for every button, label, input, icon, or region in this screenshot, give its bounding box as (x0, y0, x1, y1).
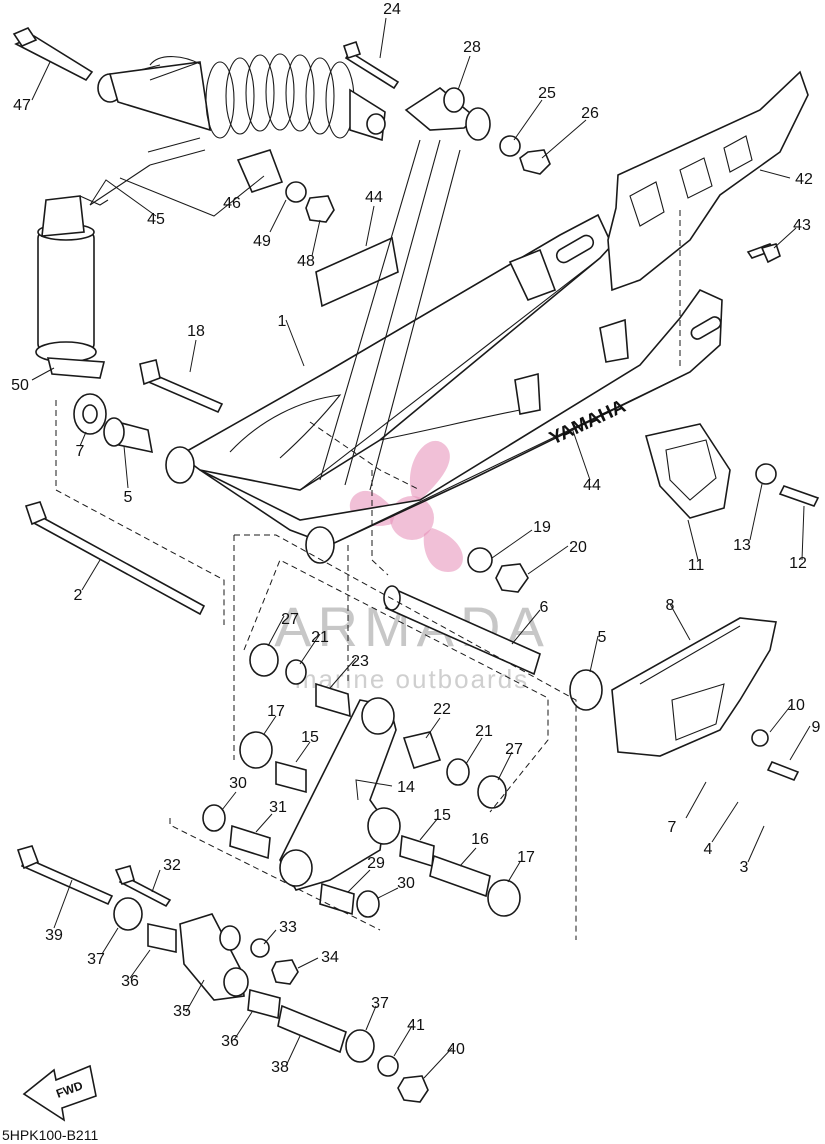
assembly-lines (55, 139, 681, 940)
watermark-propeller-blade (409, 440, 450, 500)
callout-label: 26 (581, 105, 599, 122)
callout-label: 1 (278, 313, 287, 330)
callout-label: 50 (11, 377, 29, 394)
callout-label: 7 (76, 443, 85, 460)
callout-label: 39 (45, 927, 63, 944)
chain-tensioner (645, 423, 820, 519)
callout-label: 20 (569, 539, 587, 556)
callout-label: 4 (704, 841, 713, 858)
pivot-fasteners (24, 359, 603, 711)
callout-label: 44 (583, 477, 601, 494)
callout-label: 12 (789, 555, 807, 572)
callout-label: 15 (301, 729, 319, 746)
callout-label: 7 (668, 819, 677, 836)
callout-label: 46 (223, 195, 241, 212)
callout-label: 18 (187, 323, 205, 340)
swingarm (165, 213, 723, 564)
callout-label: 17 (267, 703, 285, 720)
watermark-propeller-blade (423, 528, 463, 572)
callout-label: 38 (271, 1059, 289, 1076)
callout-label: 21 (311, 629, 329, 646)
callout-label: 8 (666, 597, 675, 614)
callout-label: 37 (371, 995, 389, 1012)
fwd-arrow-icon: FWD (22, 1064, 97, 1122)
callout-label: 17 (517, 849, 535, 866)
callout-label: 10 (787, 697, 805, 714)
callout-label: 2 (74, 587, 83, 604)
callout-label: 5 (124, 489, 133, 506)
callout-label: 36 (221, 1033, 239, 1050)
callout-label: 34 (321, 949, 339, 966)
callout-label: 47 (13, 97, 31, 114)
callout-label: 15 (433, 807, 451, 824)
top-fasteners (12, 27, 551, 223)
callout-label: 37 (87, 951, 105, 968)
callout-label: 30 (229, 775, 247, 792)
callout-label: 6 (540, 599, 549, 616)
callout-label: 30 (397, 875, 415, 892)
callout-label: 41 (407, 1017, 425, 1034)
leader-lines (31, 17, 811, 1079)
callout-label: 48 (297, 253, 315, 270)
callout-label: 22 (433, 701, 451, 718)
callout-label: 32 (163, 857, 181, 874)
callout-label: 35 (173, 1003, 191, 1020)
callout-label: 23 (351, 653, 369, 670)
callout-label: 27 (505, 741, 523, 758)
callout-label: 11 (688, 557, 705, 574)
callout-label: 5 (598, 629, 607, 646)
callout-label: 36 (121, 973, 139, 990)
callout-label: 24 (383, 1, 401, 18)
callout-label: 44 (365, 189, 383, 206)
callout-label: 13 (733, 537, 751, 554)
callout-label: 27 (281, 611, 299, 628)
connecting-rod-linkage (16, 845, 429, 1103)
callout-label: 33 (279, 919, 297, 936)
callout-label: 43 (793, 217, 811, 234)
callout-label: 40 (447, 1041, 465, 1058)
callout-label: 21 (475, 723, 493, 740)
callout-label: 3 (740, 859, 749, 876)
callout-label: 9 (812, 719, 821, 736)
callout-label: 19 (533, 519, 551, 536)
callout-label: 29 (367, 855, 385, 872)
rear-shock-absorber (35, 53, 386, 379)
callout-label: 31 (269, 799, 287, 816)
drawing-code: 5HPK100-B211 (2, 1127, 98, 1143)
callout-labels: 24 28 47 25 26 42 43 46 49 48 44 45 50 1… (11, 1, 820, 1076)
callout-label: 42 (795, 171, 813, 188)
callout-label: 25 (538, 85, 556, 102)
callout-label: 28 (463, 39, 481, 56)
callout-label: 16 (471, 831, 489, 848)
relay-arm-linkage (202, 643, 521, 918)
callout-label: 45 (147, 211, 165, 228)
chain-guard (607, 70, 809, 292)
callout-label: 14 (397, 779, 415, 796)
label-film (315, 236, 399, 308)
callout-label: 49 (253, 233, 271, 250)
chain-puller (611, 617, 800, 782)
